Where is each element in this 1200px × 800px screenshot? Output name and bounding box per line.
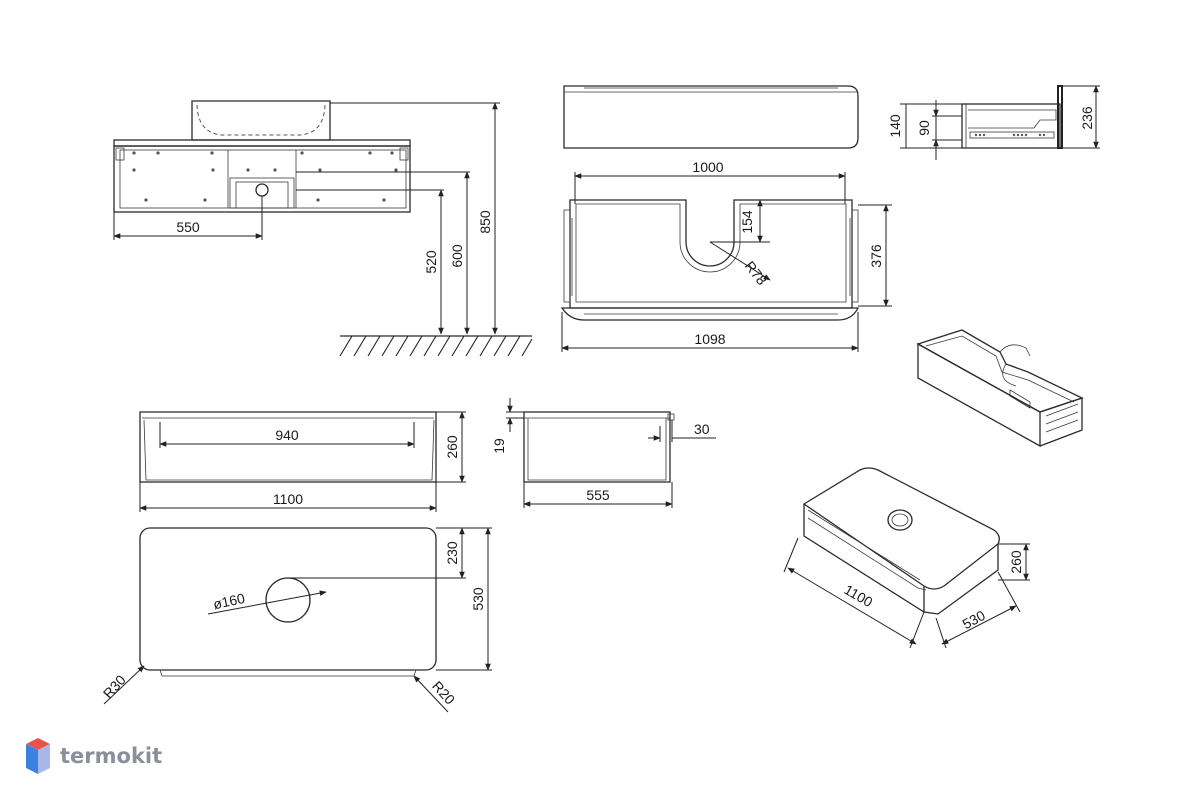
- dim-iso-530: 530: [960, 607, 988, 632]
- termokit-logo: termokit: [26, 738, 162, 774]
- logo-wordmark: termokit: [60, 744, 162, 768]
- dim-555: 555: [586, 487, 610, 503]
- dim-376: 376: [868, 244, 884, 268]
- dim-600: 600: [449, 244, 465, 268]
- dim-o160: ø160: [212, 590, 247, 612]
- floor-hatch: [339, 335, 533, 357]
- dim-1100: 1100: [273, 491, 303, 507]
- front-elevation-view: 550 850 600 520: [113, 100, 533, 357]
- dim-530: 530: [470, 587, 486, 611]
- sink-front-view: 940 260 1100: [139, 411, 466, 512]
- dim-r30: R30: [100, 672, 129, 702]
- screw-holes: [132, 151, 398, 202]
- cube-icon: [26, 738, 50, 774]
- dim-iso-260: 260: [1008, 550, 1024, 574]
- dim-iso-1100: 1100: [841, 581, 875, 610]
- sink-top-plan: ø160 230 530 R30 R20: [100, 527, 492, 713]
- drawer-isometric: [916, 329, 1084, 448]
- dim-550: 550: [176, 219, 200, 235]
- dim-1000: 1000: [692, 159, 723, 175]
- dim-520: 520: [423, 250, 439, 274]
- sink-side-view: 19 30 555: [491, 398, 716, 508]
- drawer-side-section: 140 90 236: [887, 85, 1100, 160]
- dim-90: 90: [916, 120, 932, 136]
- dim-940: 940: [275, 427, 299, 443]
- dim-r78: R78: [742, 258, 771, 288]
- dim-1098: 1098: [694, 331, 725, 347]
- dim-140: 140: [887, 114, 903, 138]
- dim-230: 230: [444, 541, 460, 565]
- dim-19: 19: [491, 438, 507, 454]
- dim-236: 236: [1079, 106, 1095, 130]
- dim-30: 30: [694, 421, 710, 437]
- drawer-plan-view: 1000 154 R78 376 1098: [560, 85, 892, 352]
- dim-850: 850: [477, 210, 493, 234]
- sink-isometric: 1100 530 260: [783, 467, 1030, 649]
- dim-260: 260: [444, 435, 460, 459]
- dim-154: 154: [739, 210, 755, 234]
- dim-r20: R20: [429, 678, 458, 708]
